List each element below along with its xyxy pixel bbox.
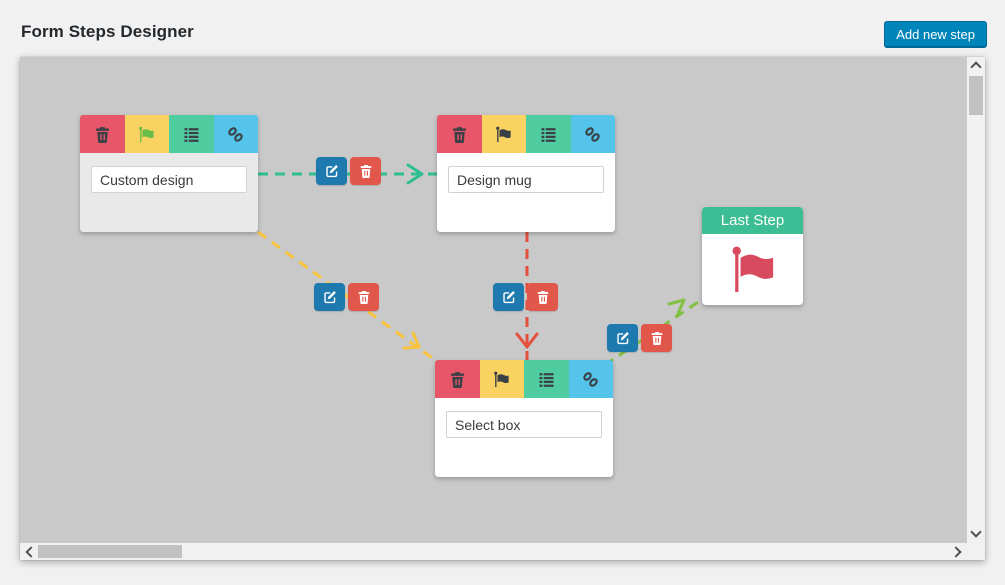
fields-list-button[interactable] <box>169 115 214 153</box>
step-name-input[interactable] <box>448 166 604 193</box>
link-step-button[interactable] <box>570 115 615 153</box>
list-icon <box>183 126 200 143</box>
flag-step-button[interactable] <box>481 115 526 153</box>
delete-step-button[interactable] <box>80 115 125 153</box>
delete-connection-button[interactable] <box>527 283 558 311</box>
edit-connection-button[interactable] <box>316 157 347 185</box>
flag-icon <box>138 126 155 143</box>
trash-icon <box>94 126 111 143</box>
connection-arrowhead <box>667 298 686 318</box>
step-card-body <box>435 398 613 477</box>
delete-connection-button[interactable] <box>350 157 381 185</box>
chevron-left-icon[interactable] <box>25 546 37 558</box>
connection-actions-custom-to-mug <box>316 157 381 185</box>
link-icon <box>227 126 244 143</box>
list-icon <box>540 126 557 143</box>
flag-icon <box>730 245 776 295</box>
scrollbar-corner <box>967 543 985 560</box>
chevron-right-icon[interactable] <box>950 546 962 558</box>
fields-list-button[interactable] <box>524 360 569 398</box>
list-icon <box>538 371 555 388</box>
edit-connection-button[interactable] <box>314 283 345 311</box>
flag-icon <box>493 371 510 388</box>
trash-icon <box>357 290 371 304</box>
connection-arrowhead <box>406 163 424 185</box>
delete-step-button[interactable] <box>435 360 480 398</box>
page-title: Form Steps Designer <box>21 22 194 41</box>
edit-connection-button[interactable] <box>493 283 524 311</box>
flag-step-button[interactable] <box>479 360 524 398</box>
trash-icon <box>449 371 466 388</box>
link-step-button[interactable] <box>568 360 613 398</box>
vertical-scrollbar-thumb[interactable] <box>969 76 983 115</box>
delete-step-button[interactable] <box>437 115 482 153</box>
trash-icon <box>359 164 373 178</box>
horizontal-scrollbar[interactable] <box>20 543 967 560</box>
delete-connection-button[interactable] <box>641 324 672 352</box>
step-name-input[interactable] <box>446 411 602 438</box>
designer-canvas-frame: Last Step <box>20 57 985 560</box>
edit-icon <box>325 164 339 178</box>
step-name-input[interactable] <box>91 166 247 193</box>
link-icon <box>584 126 601 143</box>
step-toolbar <box>80 115 258 153</box>
connection-actions-custom-to-select <box>314 283 379 311</box>
step-card-body <box>80 153 258 232</box>
trash-icon <box>650 331 664 345</box>
connection-actions-mug-to-select <box>493 283 558 311</box>
connection-actions-select-to-last <box>607 324 672 352</box>
vertical-scrollbar[interactable] <box>967 57 985 543</box>
connection-arrowhead <box>402 331 421 350</box>
link-icon <box>582 371 599 388</box>
step-card-select-box[interactable] <box>435 360 613 477</box>
step-card-design-mug[interactable] <box>437 115 615 232</box>
connection-arrowhead <box>515 332 539 349</box>
add-new-step-button[interactable]: Add new step <box>884 21 987 47</box>
step-card-body <box>437 153 615 232</box>
trash-icon <box>451 126 468 143</box>
edit-icon <box>616 331 630 345</box>
chevron-up-icon[interactable] <box>970 61 982 73</box>
delete-connection-button[interactable] <box>348 283 379 311</box>
chevron-down-icon[interactable] <box>970 526 982 538</box>
horizontal-scrollbar-thumb[interactable] <box>38 545 182 558</box>
last-step-body <box>702 234 803 305</box>
header: Form Steps Designer Add new step <box>0 0 1005 57</box>
flag-icon <box>495 126 512 143</box>
edit-icon <box>323 290 337 304</box>
edit-connection-button[interactable] <box>607 324 638 352</box>
step-toolbar <box>437 115 615 153</box>
trash-icon <box>536 290 550 304</box>
step-toolbar <box>435 360 613 398</box>
step-card-custom-design[interactable] <box>80 115 258 232</box>
edit-icon <box>502 290 516 304</box>
last-step-label: Last Step <box>702 207 803 234</box>
designer-canvas[interactable]: Last Step <box>20 57 967 543</box>
fields-list-button[interactable] <box>526 115 571 153</box>
last-step-card[interactable]: Last Step <box>702 207 803 305</box>
flag-step-button[interactable] <box>124 115 169 153</box>
link-step-button[interactable] <box>213 115 258 153</box>
